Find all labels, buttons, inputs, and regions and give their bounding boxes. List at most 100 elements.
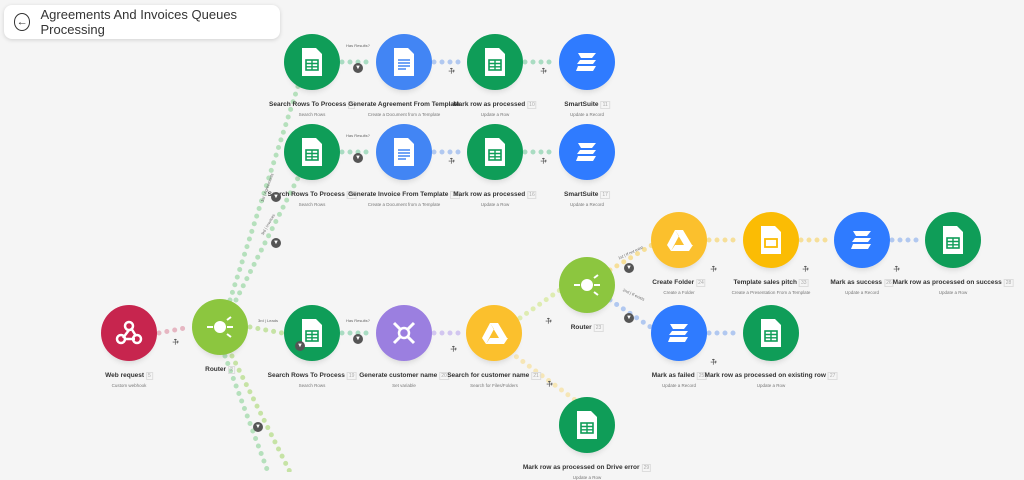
module-action: Update a Row	[756, 383, 786, 388]
module-id: 5	[146, 372, 153, 380]
module-search3[interactable]	[284, 305, 340, 361]
module-title: Generate customer name	[359, 372, 438, 379]
module-ss2[interactable]	[559, 124, 615, 180]
smartsuite-icon	[847, 225, 877, 255]
module-title: Template sales pitch	[733, 279, 797, 286]
module-title: Mark row as processed	[453, 191, 526, 198]
module-webhook[interactable]	[101, 305, 157, 361]
module-title: SmartSuite	[564, 191, 599, 198]
router-icon	[205, 312, 235, 342]
filter-icon[interactable]: ▼	[353, 334, 363, 344]
module-search2[interactable]	[284, 124, 340, 180]
arrow-left-icon[interactable]: ←	[14, 13, 31, 31]
module-title: SmartSuite	[564, 101, 599, 108]
filter-icon[interactable]: ▼	[624, 313, 634, 323]
module-router1[interactable]	[192, 299, 248, 355]
module-marksuccess[interactable]	[925, 212, 981, 268]
module-folder[interactable]	[651, 212, 707, 268]
module-action: Update a Record	[661, 383, 697, 388]
docs-icon	[389, 47, 419, 77]
webhook-icon	[114, 318, 144, 348]
sheets-icon	[756, 318, 786, 348]
module-mark2[interactable]	[467, 124, 523, 180]
filter-icon[interactable]: ▼	[353, 153, 363, 163]
module-title: Mark row as processed on success	[892, 279, 1002, 286]
module-failed[interactable]	[651, 305, 707, 361]
connection-router-leads-1[interactable]	[222, 353, 271, 472]
filter-icon[interactable]: ▼	[253, 422, 263, 432]
module-title: Mark as success	[830, 279, 883, 286]
module-id: 28	[1003, 279, 1014, 287]
module-title: Search Rows To Process	[267, 372, 345, 379]
module-success[interactable]	[834, 212, 890, 268]
route-label[interactable]: Has Results?	[346, 318, 370, 323]
sheets-icon	[480, 47, 510, 77]
sheets-icon	[938, 225, 968, 255]
module-mark1[interactable]	[467, 34, 523, 90]
drive-icon	[479, 318, 509, 348]
sheets-icon	[297, 47, 327, 77]
module-pitch[interactable]	[743, 212, 799, 268]
module-action: Create a Folder	[663, 290, 695, 295]
module-router2[interactable]	[559, 257, 615, 313]
module-search1[interactable]	[284, 34, 340, 90]
module-action: Update a Row	[572, 475, 602, 480]
module-invoice[interactable]	[376, 124, 432, 180]
sheets-icon	[297, 318, 327, 348]
connection-search-router2[interactable]	[517, 287, 563, 321]
module-markexisting[interactable]	[743, 305, 799, 361]
module-action: Update a Record	[569, 112, 605, 117]
module-title: Mark row as processed	[453, 101, 526, 108]
filter-icon[interactable]: ▼	[624, 263, 634, 273]
module-id: 27	[827, 372, 838, 380]
scenario-title[interactable]: Agreements And Invoices Queues Processin…	[40, 7, 238, 37]
module-action: Create a Presentation From a Template	[731, 290, 811, 295]
filter-icon[interactable]: ▼	[353, 63, 363, 73]
module-ss1[interactable]	[559, 34, 615, 90]
tools-icon	[389, 318, 419, 348]
module-searchcust[interactable]	[466, 305, 522, 361]
filter-icon[interactable]: ▼	[271, 238, 281, 248]
connection-router-leads-2[interactable]	[229, 353, 293, 472]
module-action: Create a Document from a Template	[367, 112, 441, 117]
module-id: 17	[600, 191, 610, 199]
module-title: Search for customer name	[447, 372, 530, 379]
connection-router1-search3[interactable]	[247, 324, 285, 336]
module-action: Search Rows	[298, 383, 326, 388]
module-title: Search Rows To Process	[267, 191, 345, 198]
connection-router-invoices[interactable]	[233, 167, 305, 303]
module-title: Mark row as processed on Drive error	[522, 464, 640, 471]
module-action: Update a Record	[844, 290, 880, 295]
route-label[interactable]: 3rd | Leads	[258, 318, 278, 323]
smartsuite-icon	[572, 47, 602, 77]
route-label[interactable]: Has Results?	[346, 43, 370, 48]
connection-router2-folder[interactable]	[607, 242, 655, 273]
connection-router-agreements[interactable]	[227, 77, 303, 303]
module-genname[interactable]	[376, 305, 432, 361]
filter-icon[interactable]: ▼	[271, 192, 281, 202]
filter-icon[interactable]: ▼	[295, 341, 305, 351]
module-id: 26	[884, 279, 894, 287]
module-markdrive[interactable]	[559, 397, 615, 453]
module-id: 21	[531, 372, 541, 380]
module-title: Mark row as processed on existing row	[704, 372, 826, 379]
module-agreement[interactable]	[376, 34, 432, 90]
smartsuite-icon	[664, 318, 694, 348]
connection-webhook-router1[interactable]	[156, 324, 193, 336]
module-id: 16	[527, 191, 537, 199]
module-id: 29	[641, 464, 652, 472]
connection-search-drive-error[interactable]	[507, 349, 578, 403]
route-label[interactable]: Has Results?	[346, 133, 370, 138]
